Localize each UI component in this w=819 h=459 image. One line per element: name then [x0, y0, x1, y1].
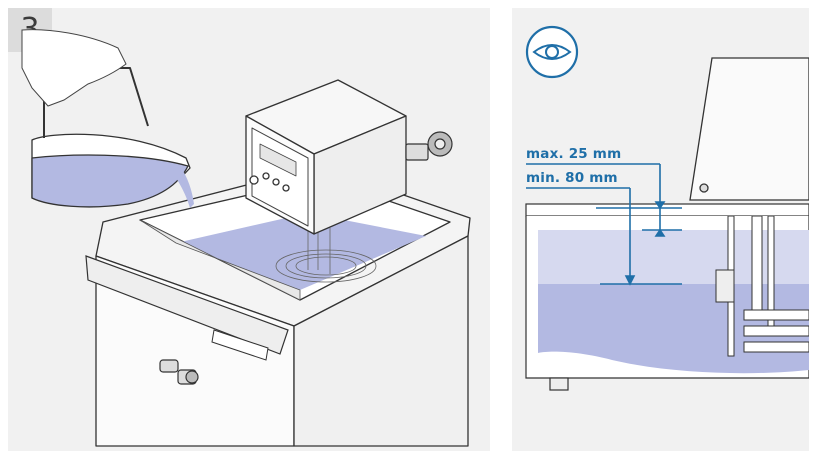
immersion-parts: [715, 215, 809, 357]
water-upper: [538, 230, 809, 284]
bath-water: [176, 213, 426, 290]
water-stream: [172, 166, 194, 208]
illustration-water-level-panel: max. 25 mm min. 80 mm: [512, 8, 809, 451]
thermostat-head: [245, 79, 407, 235]
illustration-fill-bath-panel: 3: [8, 8, 490, 451]
water-lower: [538, 284, 809, 374]
water-level-detail: [525, 25, 809, 391]
pitcher: [31, 67, 191, 208]
thermostat-head-side: [689, 57, 809, 201]
eye-icon: [525, 25, 579, 79]
hand: [21, 29, 127, 107]
min-depth-label: min. 80 mm: [526, 170, 618, 186]
dimension-lines: [526, 163, 682, 286]
immersion-coil: [275, 228, 377, 283]
fill-bath-illustration: [21, 29, 471, 447]
drain-valve: [159, 359, 199, 385]
thermostat-knob: [405, 131, 453, 161]
bath-handle: [85, 255, 289, 355]
max-depth-label: max. 25 mm: [526, 146, 622, 162]
